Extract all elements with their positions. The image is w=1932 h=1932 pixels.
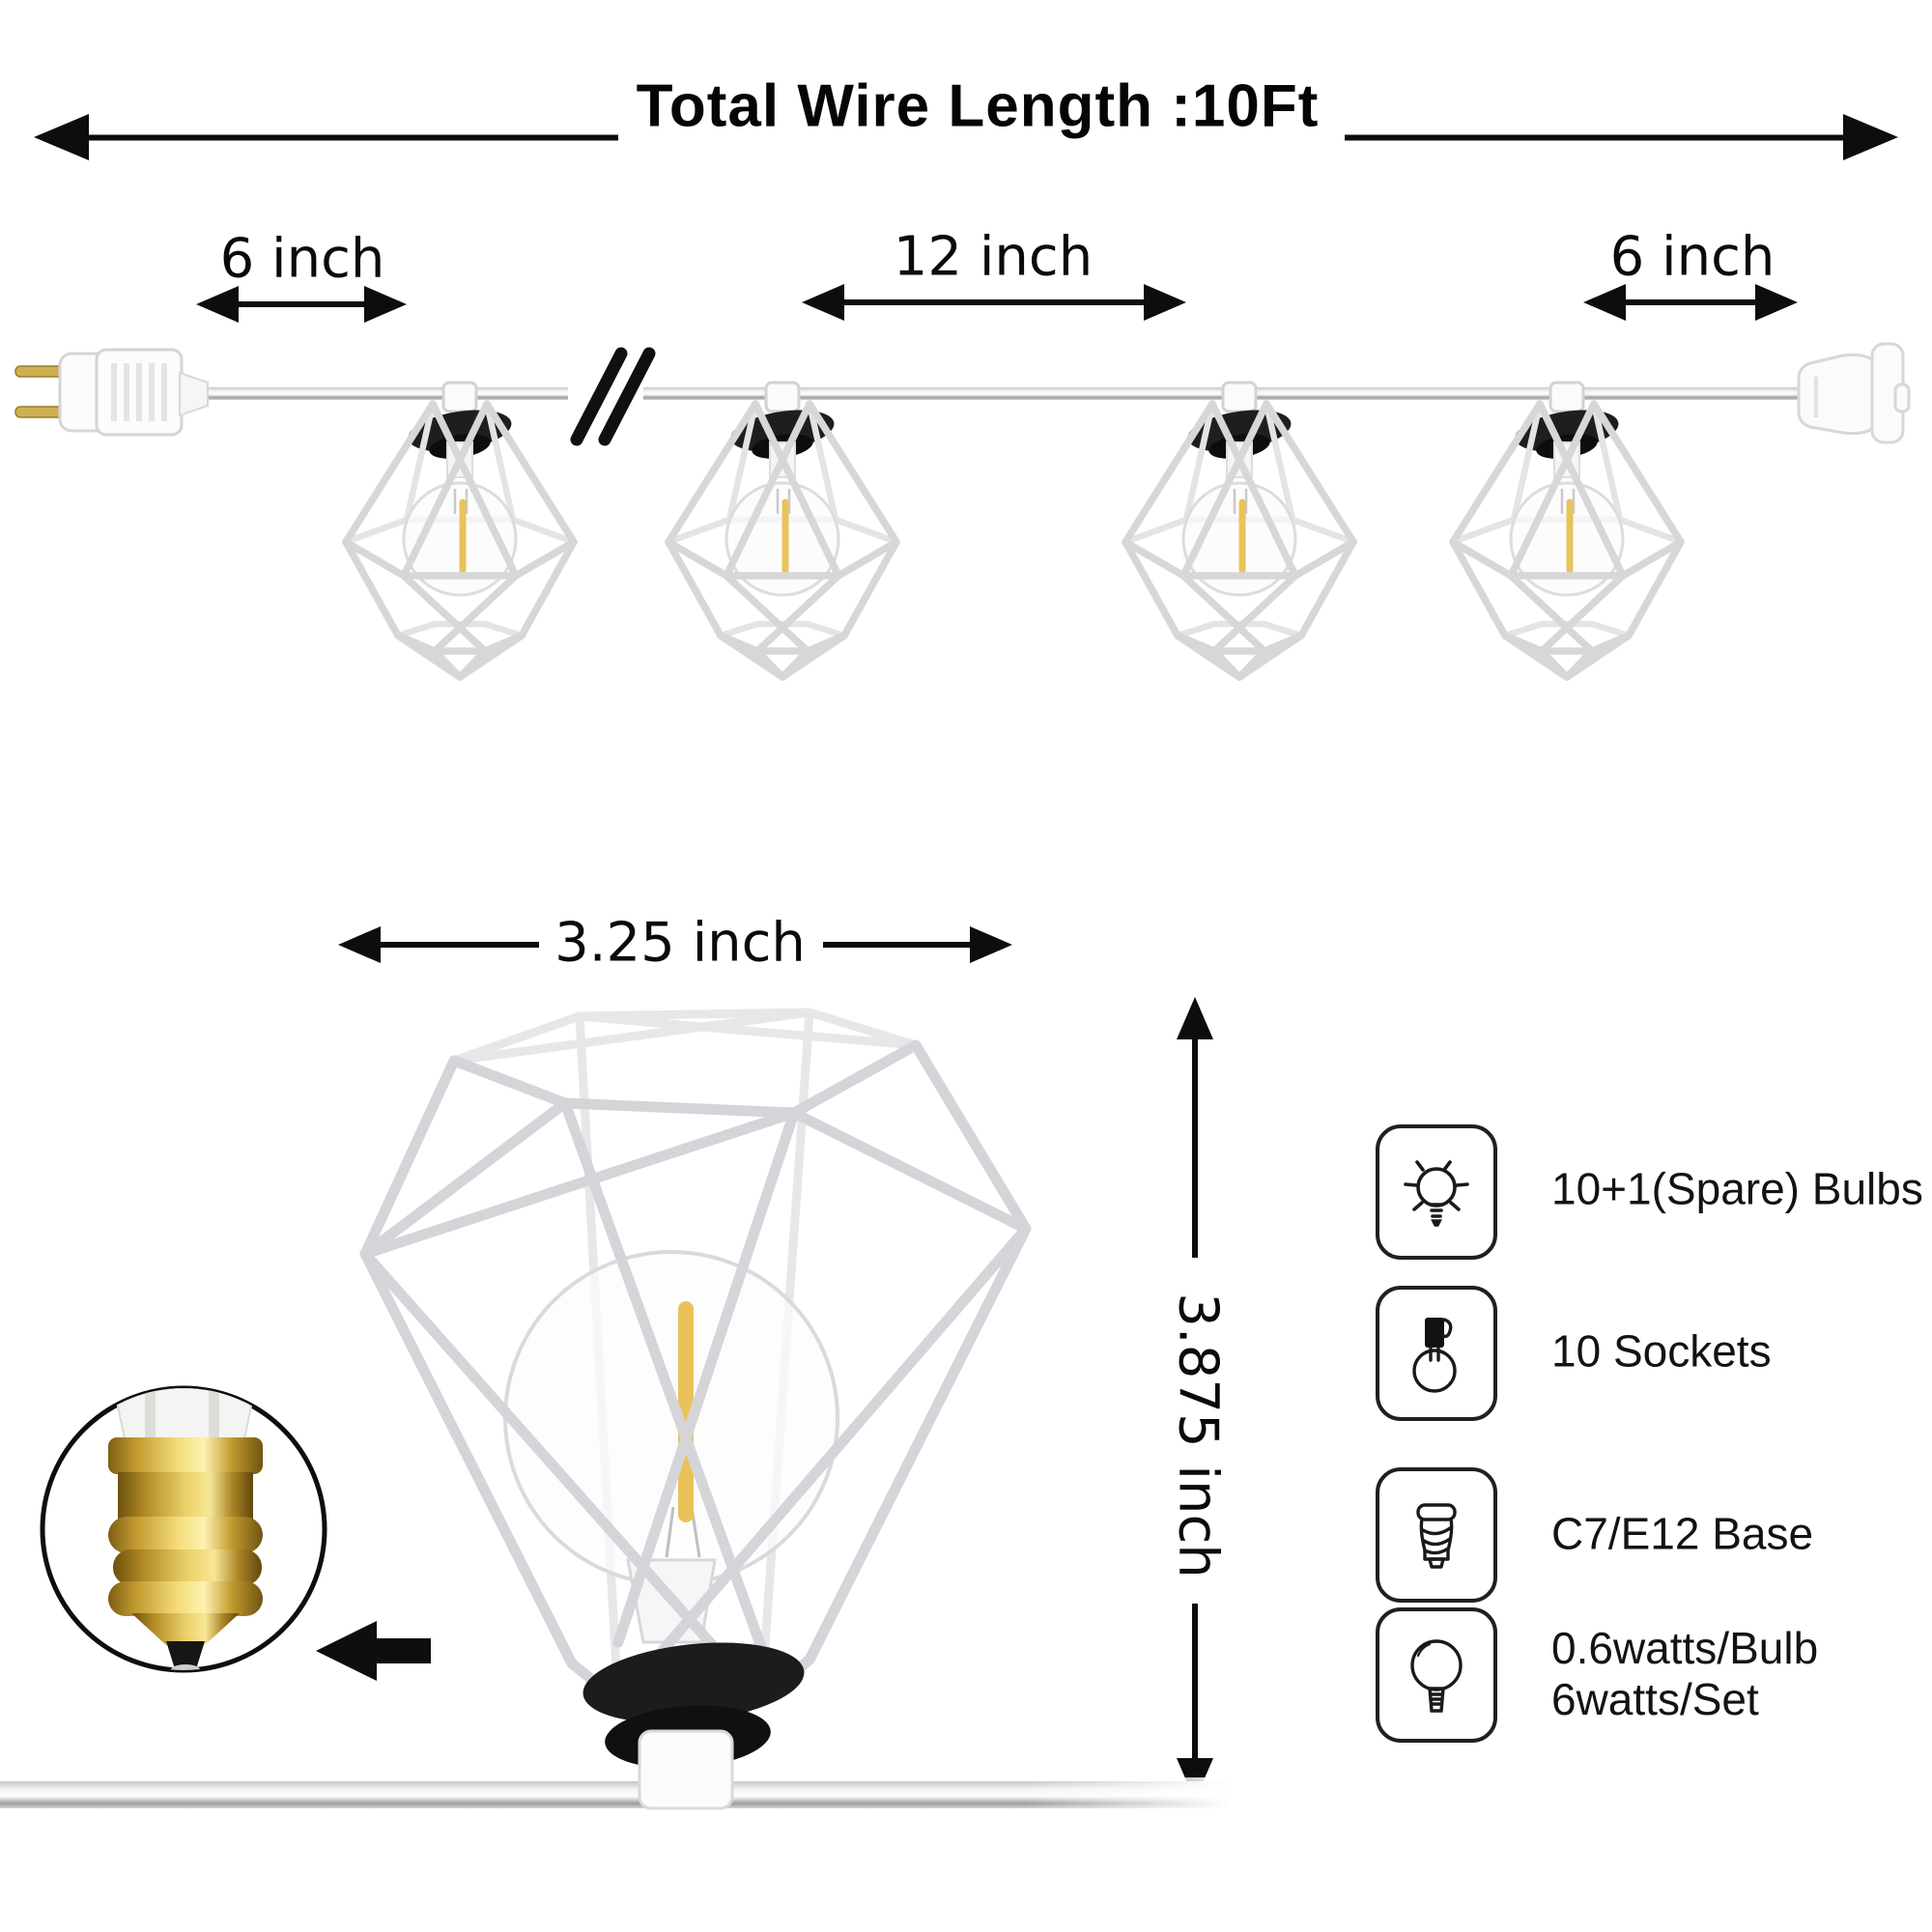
feature-label-watts: 0.6watts/Bulb 6watts/Set — [1551, 1623, 1818, 1725]
lamp-width-dimension-arrow — [338, 926, 1012, 963]
pointer-arrow — [316, 1621, 431, 1681]
cage-light-2 — [668, 383, 896, 677]
end-connector — [1797, 342, 1911, 444]
feature-label-watts-line1: 0.6watts/Bulb — [1551, 1623, 1819, 1674]
feature-label-watts-line2: 6watts/Set — [1551, 1674, 1759, 1724]
wire-break-symbol — [570, 347, 656, 446]
feature-icon-sockets — [1376, 1286, 1497, 1421]
globe-bulb-icon — [1410, 1639, 1463, 1713]
bulb-base-inset — [40, 1385, 327, 1673]
page-title: Total Wire Length :10Ft — [636, 72, 1320, 140]
cage-light-4 — [1453, 383, 1681, 677]
feature-icon-base — [1376, 1467, 1497, 1603]
cage-light-3 — [1125, 383, 1353, 677]
bottom-wire — [0, 1777, 1231, 1812]
feature-icon-watts — [1376, 1607, 1497, 1743]
spacing-right-label: 6 inch — [1609, 225, 1776, 289]
large-cage-lamp — [359, 1008, 1032, 1810]
lamp-width-label: 3.25 inch — [554, 911, 806, 975]
spacing-middle-label: 12 inch — [893, 225, 1094, 289]
screw-base-icon — [1416, 1503, 1457, 1569]
lamp-height-label: 3.875 inch — [1166, 1293, 1230, 1578]
bulb-shine-icon — [1404, 1160, 1469, 1227]
feature-icon-bulbs — [1376, 1124, 1497, 1260]
feature-label-bulbs: 10+1(Spare) Bulbs — [1551, 1163, 1923, 1214]
socket-bulb-icon — [1412, 1318, 1457, 1393]
spacing-left-label: 6 inch — [219, 227, 385, 291]
spacing-dimension-arrows — [196, 284, 1798, 323]
power-plug — [14, 348, 209, 437]
feature-label-base: C7/E12 Base — [1551, 1508, 1814, 1559]
feature-label-sockets: 10 Sockets — [1551, 1325, 1772, 1377]
total-length-dimension-arrow — [34, 114, 1898, 160]
cage-light-1 — [346, 383, 574, 677]
